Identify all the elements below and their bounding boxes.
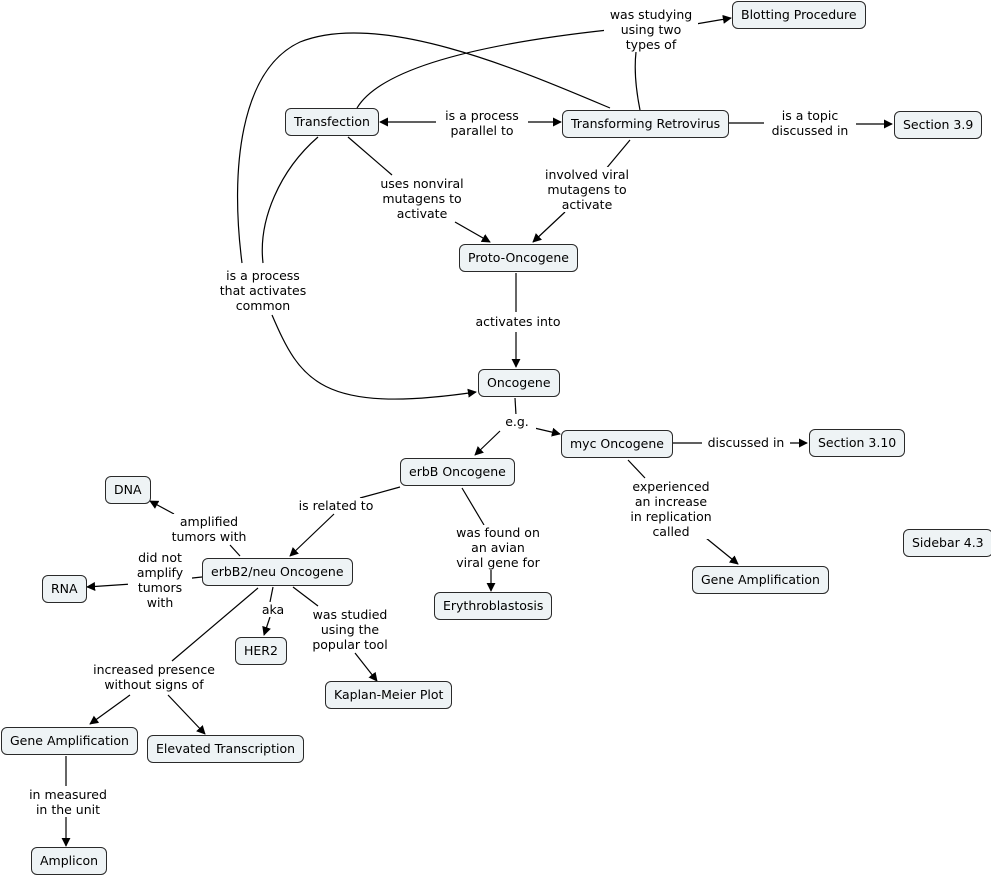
concept-rna[interactable]: RNA	[42, 575, 87, 603]
edge-retrovirus-studying	[634, 51, 641, 111]
edge-eg-erbb	[474, 430, 501, 456]
edge-transfection-studying	[356, 29, 609, 109]
edge-notamplify-rna	[86, 581, 133, 591]
concept-gene-amplification-myc[interactable]: Gene Amplification	[692, 566, 829, 594]
concept-dna[interactable]: DNA	[105, 476, 151, 504]
edge-presence-geneamp	[89, 694, 131, 725]
concept-her2[interactable]: HER2	[235, 637, 287, 665]
link-in-measured-in-unit: in measured in the unit	[24, 787, 112, 817]
edge-studied-kaplan	[354, 652, 378, 682]
link-amplified-tumors-with: amplified tumors with	[165, 514, 253, 544]
concept-erythroblastosis[interactable]: Erythroblastosis	[434, 592, 553, 620]
concept-erbb-oncogene[interactable]: erbB Oncogene	[400, 458, 515, 486]
concept-amplicon[interactable]: Amplicon	[31, 847, 108, 875]
concept-myc-oncogene[interactable]: myc Oncogene	[561, 430, 673, 458]
link-was-studied-using: was studied using the popular tool	[304, 607, 396, 652]
link-is-a-topic-discussed: is a topic discussed in	[764, 108, 856, 138]
link-involved-viral-mutagens: involved viral mutagens to activate	[538, 167, 636, 212]
link-was-studying: was studying using two types of	[604, 7, 698, 52]
edge-aka-her2	[262, 616, 271, 636]
link-eg: e.g.	[498, 414, 536, 429]
edge-related-erbb2	[289, 513, 335, 557]
concept-section-3-10[interactable]: Section 3.10	[809, 429, 906, 457]
concept-transforming-retrovirus[interactable]: Transforming Retrovirus	[562, 110, 730, 138]
concept-sidebar-4-3[interactable]: Sidebar 4.3	[903, 529, 991, 557]
edge-erbb2-aka	[269, 586, 274, 603]
edge-retrovirus-viral	[604, 139, 631, 171]
concept-proto-oncogene[interactable]: Proto-Oncogene	[459, 244, 578, 272]
link-is-a-process-that-activates-common: is a process that activates common	[212, 268, 314, 313]
link-activates-into: activates into	[468, 314, 568, 329]
concept-blotting-procedure[interactable]: Blotting Procedure	[732, 1, 866, 29]
link-increased-presence: increased presence without signs of	[88, 662, 220, 692]
concept-section-3-9[interactable]: Section 3.9	[894, 111, 983, 139]
edge-amplified-dna	[149, 500, 175, 515]
edge-erbb-avian	[461, 487, 485, 526]
concept-gene-amplification[interactable]: Gene Amplification	[1, 727, 138, 755]
concept-erbb2-neu-oncogene[interactable]: erbB2/neu Oncogene	[202, 558, 353, 586]
edge-myc-increase	[627, 459, 646, 479]
link-is-a-process-parallel: is a process parallel to	[436, 108, 528, 138]
concept-kaplan-meier-plot[interactable]: Kaplan-Meier Plot	[325, 681, 453, 709]
edge-increase-geneamp	[705, 537, 739, 565]
concept-elevated-transcription[interactable]: Elevated Transcription	[147, 735, 305, 763]
edge-oncogene-eg	[514, 397, 517, 416]
edge-nonviral-protooncogene	[454, 221, 491, 243]
edge-transfection-common	[261, 136, 319, 264]
edge-transfection-nonviral	[347, 136, 393, 176]
link-was-found-on-avian: was found on an avian viral gene for	[448, 525, 548, 570]
edge-erbb2-amplified	[229, 544, 241, 557]
edge-retrovirus-common-arc	[236, 32, 611, 264]
edge-common-oncogene	[271, 314, 477, 400]
concept-transfection[interactable]: Transfection	[285, 108, 379, 136]
link-did-not-amplify: did not amplify tumors with	[128, 550, 192, 610]
edge-erbb2-presence	[171, 587, 259, 662]
edge-viral-protooncogene	[532, 211, 566, 243]
edge-erbb-related	[359, 486, 401, 499]
edge-presence-elevated	[167, 694, 206, 735]
link-experienced-an-increase: experienced an increase in replication c…	[622, 479, 720, 539]
link-uses-nonviral-mutagens: uses nonviral mutagens to activate	[372, 176, 472, 221]
concept-oncogene[interactable]: Oncogene	[478, 369, 560, 397]
link-discussed-in: discussed in	[702, 435, 790, 450]
link-aka: aka	[255, 602, 291, 617]
edge-erbb2-studied	[292, 586, 319, 607]
link-is-related-to: is related to	[286, 498, 386, 513]
